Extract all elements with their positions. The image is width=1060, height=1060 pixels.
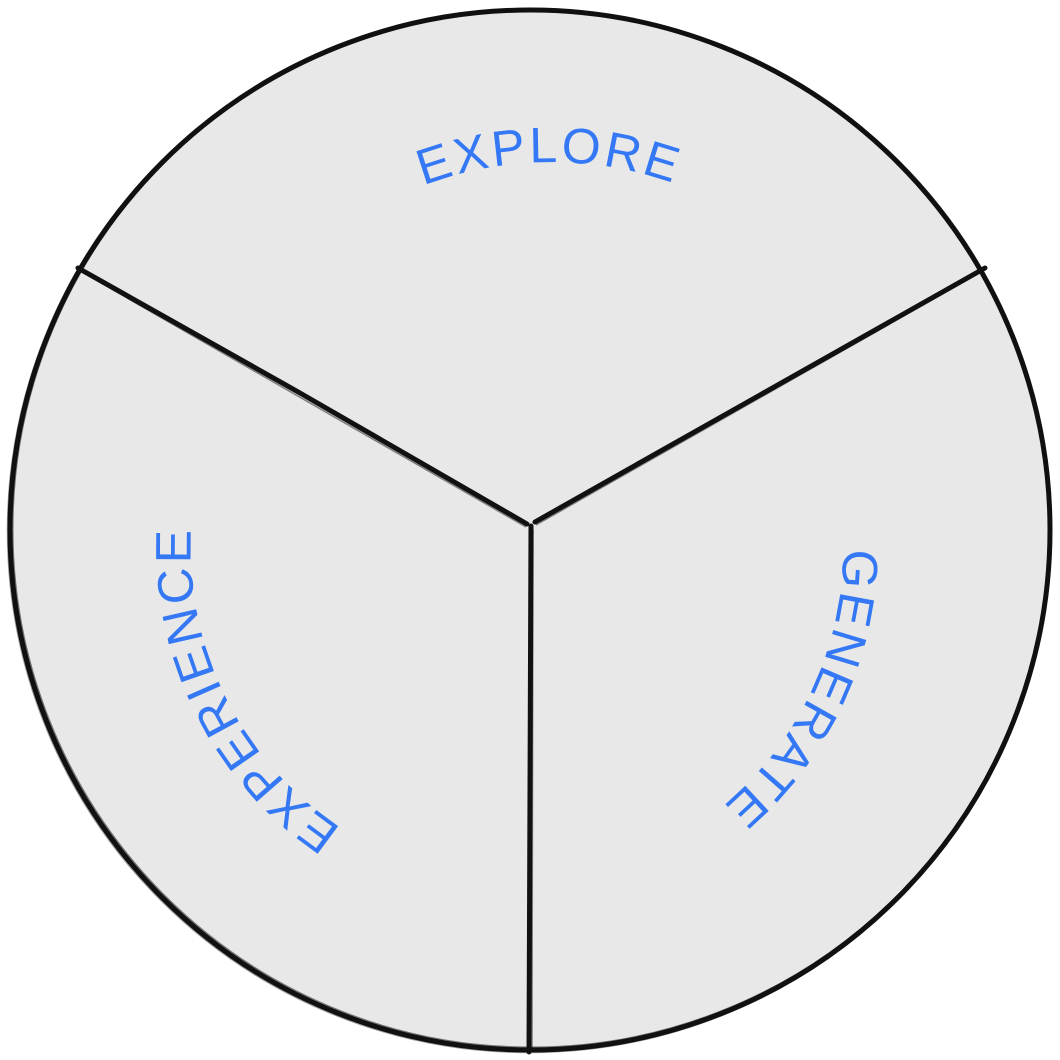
divider-right <box>532 265 988 525</box>
divider-bottom-sketch <box>531 529 534 1051</box>
divider-left-sketch <box>79 270 527 528</box>
divider-bottom <box>526 523 534 1055</box>
divider-right-sketch <box>535 270 984 526</box>
divider-left <box>75 265 530 527</box>
